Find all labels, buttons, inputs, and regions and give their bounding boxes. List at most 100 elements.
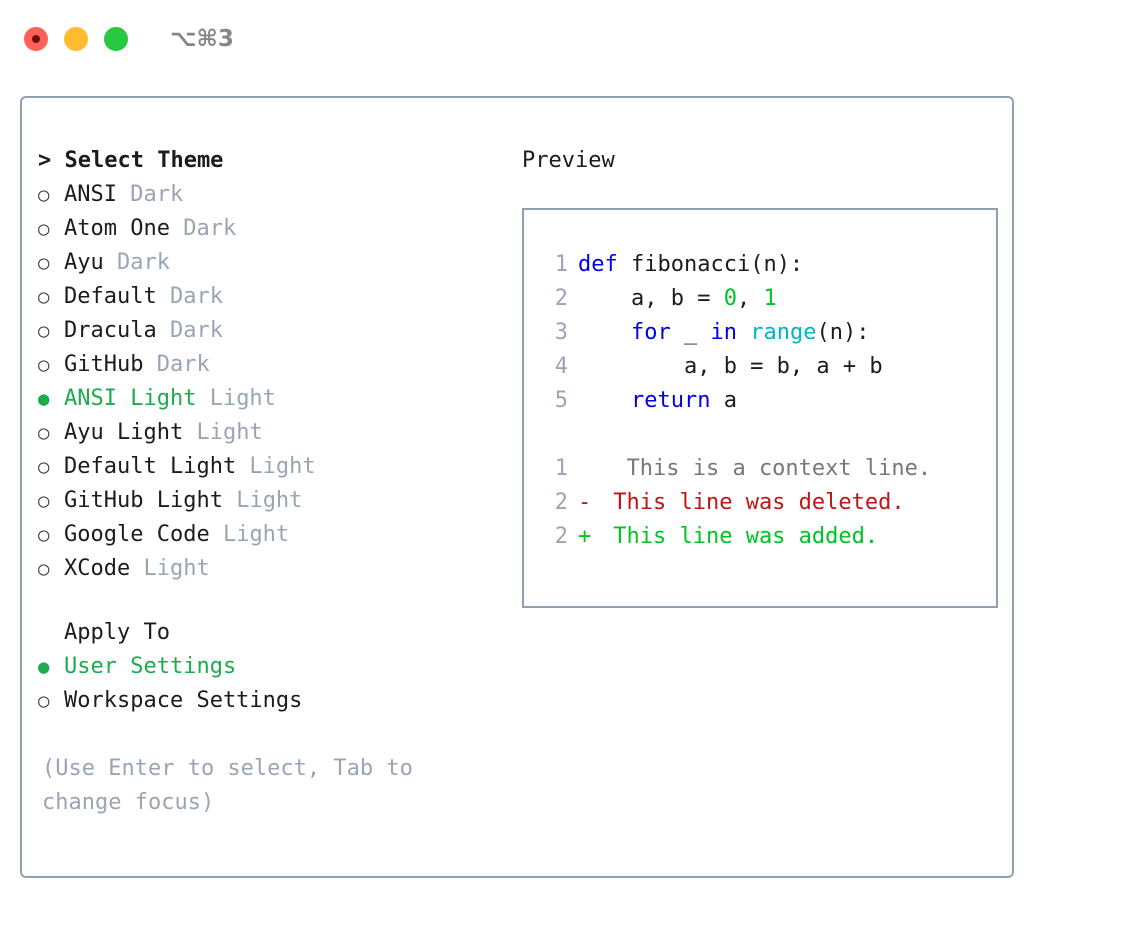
code-line: 5 return a [542,384,996,418]
code-token: 0 [723,286,737,311]
preview-heading: Preview [522,148,615,173]
theme-option[interactable]: ○Ayu Dark [38,246,506,280]
theme-selection-pane: > Select Theme ○ANSI Dark○Atom One Dark○… [38,144,506,876]
theme-option-variant: Dark [103,250,170,275]
code-line: 1 def fibonacci(n): [542,248,996,282]
radio-unselected-icon: ○ [38,422,50,444]
diff-marker: + [578,524,592,549]
keyboard-hint-text: (Use Enter to select, Tab to change focu… [42,756,413,815]
window-titlebar: ⌥⌘3 [0,0,1140,78]
theme-option-variant: Light [209,522,290,547]
diff-line: 2- This line was deleted. [542,486,996,520]
theme-option[interactable]: ● ANSI Light Light [38,382,506,416]
line-number: 2 [554,286,568,311]
code-token [578,316,631,350]
radio-unselected-icon: ○ [38,252,50,274]
maximize-button[interactable] [104,27,128,51]
diff-marker [578,452,600,486]
radio-unselected-icon: ○ [38,490,50,512]
radio-unselected-icon: ○ [38,558,50,580]
theme-option-variant: Dark [156,318,223,343]
apply-to-list: ●User Settings ○ Workspace Settings [38,650,506,718]
theme-option-label: Ayu Light [64,420,184,445]
theme-option-variant: Light [236,454,316,479]
theme-option[interactable]: ○ GitHub Dark [38,348,506,382]
radio-unselected-icon: ○ [38,354,50,376]
theme-option-variant: Dark [169,216,237,241]
code-token: def [578,252,618,277]
code-token: a, b = [578,286,724,311]
theme-option-label: GitHub Light [64,488,223,513]
theme-picker-card: > Select Theme ○ANSI Dark○Atom One Dark○… [20,96,1014,878]
diff-line: 2+ This line was added. [542,520,996,554]
theme-option-label: Atom One [64,216,170,241]
radio-unselected-icon: ○ [38,524,50,546]
apply-to-option-label: User Settings [64,654,237,679]
diff-text: This is a context line. [600,456,932,481]
line-number: 5 [554,388,568,413]
apply-to-option[interactable]: ●User Settings [38,650,506,684]
theme-option-label: Default Light [64,454,237,479]
code-line: 4 a, b = b, a + b [542,350,996,384]
theme-option-variant: Dark [156,284,223,309]
theme-option[interactable]: ○ Atom One Dark [38,212,506,246]
apply-to-option[interactable]: ○ Workspace Settings [38,684,506,718]
theme-option-variant: Light [183,420,263,445]
line-number: 2 [554,524,568,549]
radio-unselected-icon: ○ [38,456,50,478]
code-token: range [750,320,817,345]
theme-option-label: XCode [64,556,131,581]
theme-option[interactable]: ○ XCode Light [38,552,506,586]
close-button[interactable] [24,27,48,51]
line-number: 4 [554,354,568,379]
diff-sample: 1 This is a context line.2- This line wa… [542,452,996,554]
radio-unselected-icon: ○ [38,320,50,342]
theme-option-label: Dracula [64,318,157,343]
theme-list: ○ANSI Dark○Atom One Dark○Ayu Dark○Defaul… [38,178,506,586]
theme-option[interactable]: ○ Google Code Light [38,518,506,552]
code-token: , [736,286,764,311]
diff-line: 1 This is a context line. [542,452,996,486]
code-token: return [630,388,711,413]
spacer [38,586,506,616]
radio-unselected-icon: ○ [38,218,50,240]
theme-option[interactable]: ○ Dracula Dark [38,314,506,348]
diff-marker: - [578,490,592,515]
theme-option-label: ANSI [64,182,117,207]
radio-unselected-icon: ○ [38,184,50,206]
theme-option-label: ANSI Light [64,386,197,411]
theme-option-label: Google Code [64,522,210,547]
minimize-button[interactable] [64,27,88,51]
radio-selected-icon: ● [38,388,50,410]
code-token: fibonacci(n): [617,252,804,277]
spacer [542,418,996,452]
theme-option-variant: Dark [143,352,210,377]
select-theme-heading: > Select Theme [38,148,224,173]
code-line: 2 a, b = 0, 1 [542,282,996,316]
theme-option-variant: Light [130,556,210,581]
code-token: 1 [763,286,777,311]
theme-option[interactable]: ○Default Dark [38,280,506,314]
line-number: 2 [554,490,568,515]
line-number: 1 [554,252,568,277]
theme-option[interactable]: ○ Ayu Light Light [38,416,506,450]
radio-unselected-icon: ○ [38,690,50,712]
code-line: 3 for _ in range(n): [542,316,996,350]
code-token: in [710,320,737,345]
code-token: a [710,388,737,413]
code-token: (n): [816,320,870,345]
keyboard-shortcut-label: ⌥⌘3 [170,26,234,52]
theme-option-variant: Light [196,386,276,411]
spacer [38,718,506,752]
theme-option[interactable]: ○ Default Light Light [38,450,506,484]
apply-to-option-label: Workspace Settings [64,688,303,713]
theme-option[interactable]: ○GitHub Light Light [38,484,506,518]
theme-option-label: GitHub [64,352,144,377]
theme-option-variant: Dark [116,182,184,207]
line-number: 3 [554,320,568,345]
code-token: a, b = b, a + b [578,354,883,379]
theme-option[interactable]: ○ ANSI Dark [38,178,506,212]
